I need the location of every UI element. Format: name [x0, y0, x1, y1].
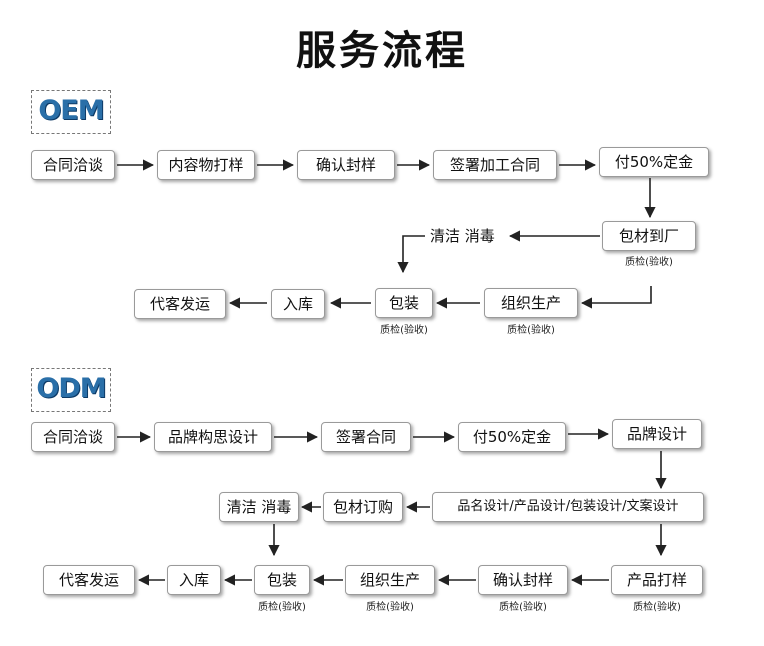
oem-qc-note-packaging: 质检(验收): [380, 325, 428, 336]
odm-step-clean-disinfect: 清洁 消毒: [219, 492, 299, 522]
oem-step-packaging: 包装: [375, 288, 433, 318]
odm-qc-note-confirm-sample: 质检(验收): [499, 602, 547, 613]
oem-qc-note-production: 质检(验收): [507, 325, 555, 336]
odm-tag: ODM: [31, 368, 111, 412]
oem-arrow-7: [397, 235, 425, 274]
odm-step-contract-negotiation: 合同洽谈: [31, 422, 115, 452]
odm-step-packaging: 包装: [254, 565, 310, 595]
page-title: 服务流程: [296, 28, 468, 74]
oem-step-deposit: 付50%定金: [599, 147, 709, 177]
odm-qc-note-packaging: 质检(验收): [258, 602, 306, 613]
oem-step-warehouse: 入库: [271, 289, 325, 319]
odm-step-warehouse: 入库: [167, 565, 221, 595]
odm-step-sign-contract: 签署合同: [321, 422, 411, 452]
oem-step-content-sampling: 内容物打样: [157, 150, 255, 180]
odm-step-production: 组织生产: [345, 565, 435, 595]
oem-step-materials-arrive: 包材到厂: [602, 221, 696, 251]
oem-arrow-8: [580, 286, 652, 309]
oem-qc-note-materials: 质检(验收): [625, 257, 673, 268]
oem-step-clean-disinfect: 清洁 消毒: [430, 227, 495, 245]
odm-step-brand-concept: 品牌构思设计: [154, 422, 272, 452]
odm-step-product-sampling: 产品打样: [611, 565, 703, 595]
odm-qc-note-product-sampling: 质检(验收): [633, 602, 681, 613]
odm-step-confirm-sample: 确认封样: [478, 565, 568, 595]
oem-step-contract-negotiation: 合同洽谈: [31, 150, 115, 180]
oem-step-ship: 代客发运: [134, 289, 226, 319]
oem-step-production: 组织生产: [484, 288, 578, 318]
oem-step-confirm-sample: 确认封样: [297, 150, 395, 180]
oem-step-sign-processing-contract: 签署加工合同: [433, 150, 557, 180]
odm-qc-note-production: 质检(验收): [366, 602, 414, 613]
odm-step-brand-design: 品牌设计: [612, 419, 702, 449]
odm-step-ship: 代客发运: [43, 565, 135, 595]
odm-step-materials-order: 包材订购: [323, 492, 403, 522]
odm-step-design-bundle: 品名设计/产品设计/包装设计/文案设计: [432, 492, 704, 522]
oem-tag: OEM: [31, 90, 111, 134]
odm-step-deposit: 付50%定金: [458, 422, 566, 452]
